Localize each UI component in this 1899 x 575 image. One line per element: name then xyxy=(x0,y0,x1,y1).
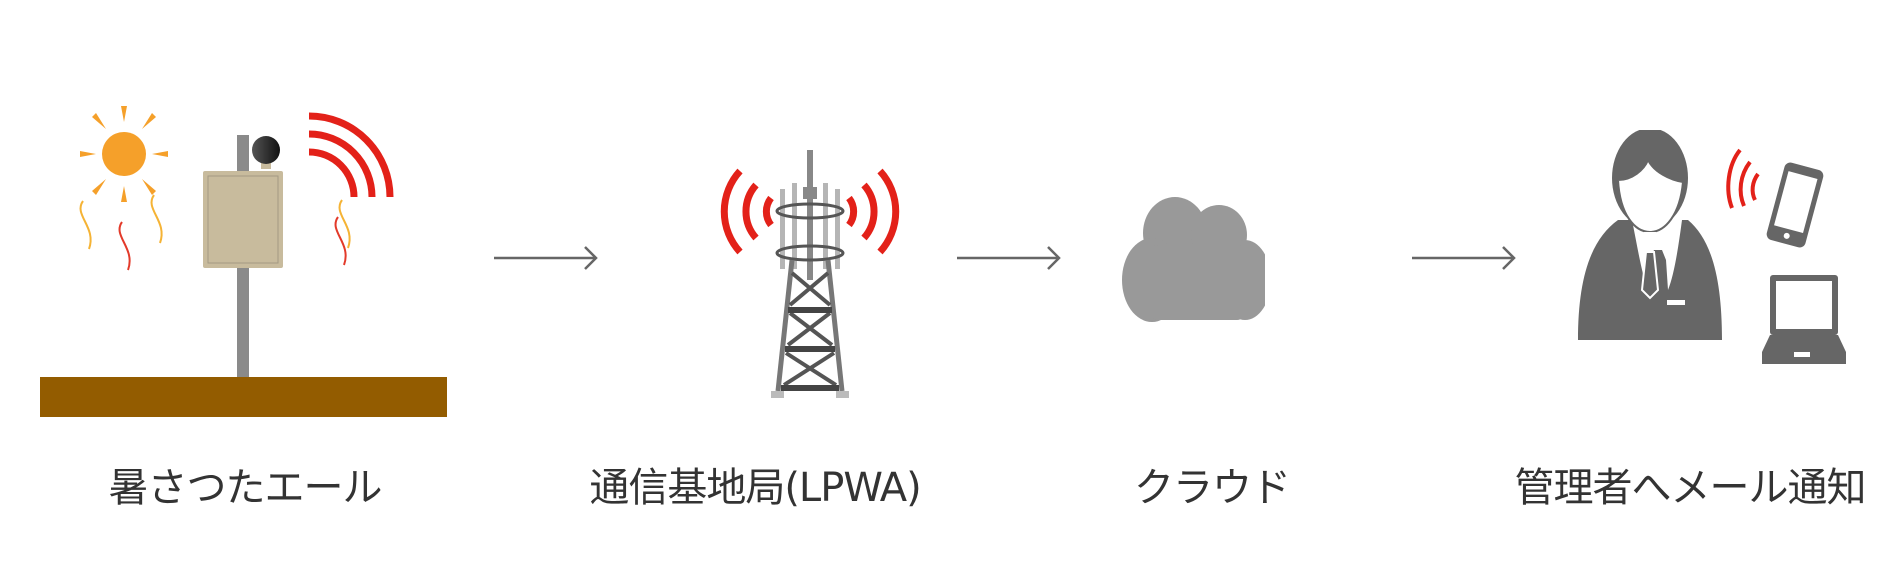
person-icon xyxy=(1578,130,1722,340)
ground xyxy=(40,377,447,417)
step-label-base-station: 通信基地局(LPWA) xyxy=(589,465,921,511)
smartphone-icon xyxy=(1766,162,1824,248)
laptop-icon xyxy=(1762,275,1846,364)
phone-signal-icon xyxy=(1726,148,1760,209)
signal-waves-icon xyxy=(308,112,394,198)
step-label-cloud: クラウド xyxy=(1134,465,1291,511)
administrator-icon xyxy=(1578,130,1846,364)
sensor-pole-icon xyxy=(40,106,447,417)
signal-waves-right-icon xyxy=(846,168,900,255)
sun-icon xyxy=(80,106,168,202)
arrow-right-icon xyxy=(494,246,598,270)
cloud-icon xyxy=(1122,197,1265,322)
step-label-admin-notify: 管理者へメール通知 xyxy=(1514,465,1867,511)
arrow-right-icon xyxy=(1412,246,1516,270)
step-label-sensor: 暑さつたエール xyxy=(108,465,383,511)
sensor-box xyxy=(203,171,283,268)
cell-tower-icon xyxy=(720,150,900,398)
heat-waves-icon xyxy=(79,194,351,271)
arrow-right-icon xyxy=(957,246,1061,270)
sensor-ball-icon xyxy=(252,136,280,164)
signal-waves-left-icon xyxy=(720,168,774,255)
